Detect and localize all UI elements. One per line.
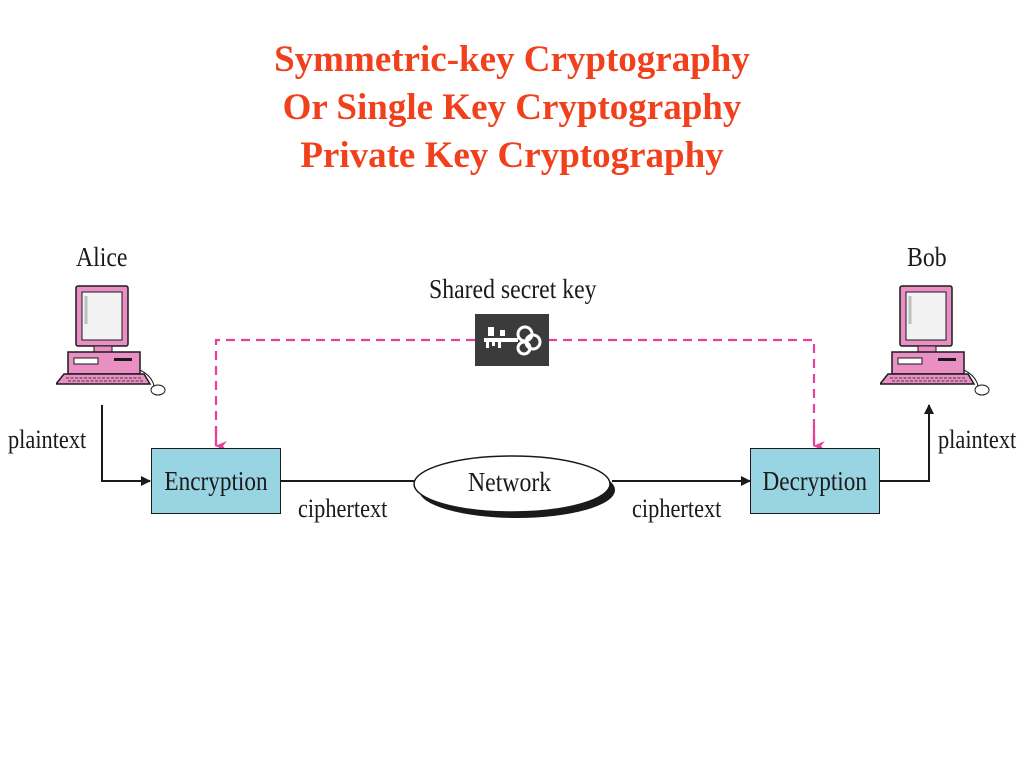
title-line-1: Symmetric-key Cryptography	[274, 39, 750, 80]
decryption-label: Decryption	[762, 465, 868, 496]
bob-label: Bob	[907, 242, 947, 272]
network-label: Network	[468, 467, 552, 497]
encryption-box: Encryption	[151, 448, 281, 514]
encryption-label: Encryption	[164, 465, 268, 496]
key-icon	[475, 314, 549, 366]
ciphertext-label-right: ciphertext	[632, 494, 722, 523]
network-cloud	[413, 455, 615, 518]
decryption-box: Decryption	[750, 448, 880, 514]
ciphertext-label-left: ciphertext	[298, 494, 388, 523]
alice-label: Alice	[76, 242, 128, 272]
plaintext-output-arrow	[880, 404, 934, 482]
shared-key-line	[214, 338, 825, 451]
alice-computer-icon	[56, 285, 166, 396]
plaintext-input-label: plaintext	[8, 425, 87, 454]
shared-key-label: Shared secret key	[429, 274, 597, 304]
slide-title: Symmetric-key Cryptography Or Single Key…	[0, 36, 1024, 180]
plaintext-output-label: plaintext	[938, 425, 1017, 454]
title-line-2: Or Single Key Cryptography	[282, 87, 742, 128]
title-line-3: Private Key Cryptography	[300, 135, 724, 176]
plaintext-input-arrow	[101, 405, 151, 486]
bob-computer-icon	[880, 285, 990, 396]
